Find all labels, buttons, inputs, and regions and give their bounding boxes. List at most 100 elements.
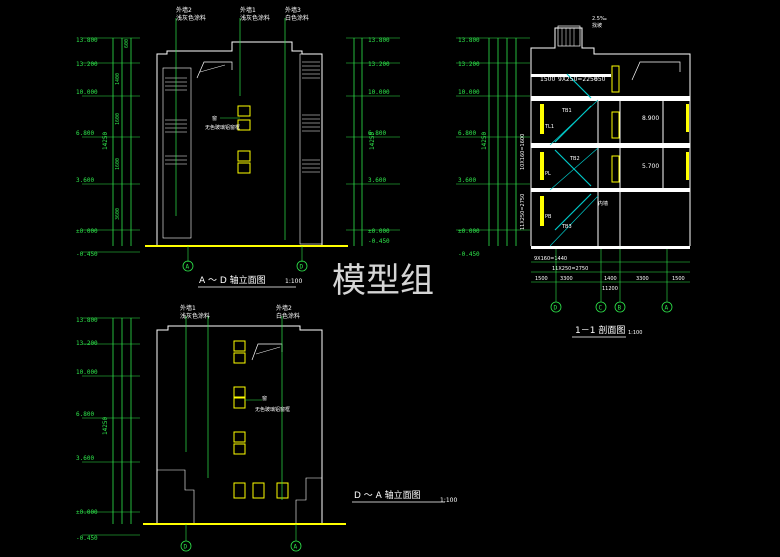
material-label: 外墙3 bbox=[285, 6, 301, 14]
title-section-scale: 1:100 bbox=[628, 330, 642, 336]
dim-text: 11X250=2750 bbox=[520, 194, 526, 230]
elev-label: 10.000 bbox=[458, 89, 480, 96]
floor-level: 5.700 bbox=[642, 163, 659, 170]
elev-label: 10.000 bbox=[368, 89, 390, 96]
window bbox=[611, 65, 620, 93]
window bbox=[233, 482, 246, 499]
elev-label: 3.600 bbox=[76, 177, 94, 184]
section-top-note: 2.5‰ bbox=[592, 16, 607, 22]
dim-text: 600 bbox=[124, 39, 130, 48]
watermark: 模型组 bbox=[332, 261, 434, 301]
window bbox=[686, 104, 689, 132]
material-note: 浅灰色涂料 bbox=[176, 14, 206, 22]
section-dim: 650 bbox=[594, 76, 606, 83]
material-note: 白色涂料 bbox=[285, 14, 309, 22]
axis-label: B bbox=[618, 305, 622, 312]
elev-label: 6.800 bbox=[76, 411, 94, 418]
window-note: 无色玻璃铝窗框 bbox=[205, 124, 240, 131]
material-note: 白色涂料 bbox=[276, 312, 300, 320]
elev-label: 13.800 bbox=[76, 317, 98, 324]
elev-label: ±0.000 bbox=[368, 228, 390, 235]
stair-label: PB bbox=[545, 214, 552, 220]
elev-label: -0.450 bbox=[76, 535, 98, 542]
window-label: 窗 bbox=[212, 115, 217, 122]
material-label: 外墙1 bbox=[180, 304, 196, 312]
window bbox=[237, 150, 251, 162]
material-note: 浅灰色涂料 bbox=[240, 14, 270, 22]
title-da-scale: 1:100 bbox=[440, 497, 457, 504]
title-section: 1－1 剖面图 bbox=[575, 324, 625, 336]
stair-label: TB2 bbox=[569, 156, 580, 162]
window bbox=[686, 152, 689, 180]
dim-text: 1500 bbox=[535, 276, 548, 282]
title-ad-scale: 1:100 bbox=[285, 278, 302, 285]
axis-bubble bbox=[182, 260, 194, 272]
window bbox=[237, 105, 251, 117]
dim-text: 1600 bbox=[115, 113, 121, 125]
section-dim: 1500 bbox=[540, 76, 555, 83]
window bbox=[276, 482, 289, 499]
dim-text: 1500 bbox=[672, 276, 685, 282]
elev-label: -0.450 bbox=[76, 251, 98, 258]
elev-label: 3.600 bbox=[368, 177, 386, 184]
total-height: 14250 bbox=[481, 132, 488, 150]
window bbox=[233, 397, 246, 409]
window bbox=[540, 196, 544, 226]
floor-slab bbox=[531, 246, 690, 249]
window bbox=[233, 340, 246, 352]
dim-text: 3600 bbox=[115, 208, 121, 220]
window bbox=[237, 162, 251, 174]
window bbox=[611, 155, 620, 183]
material-label: 外墙2 bbox=[176, 6, 192, 14]
elev-label: 13.800 bbox=[76, 37, 98, 44]
dim-text: 9X160=1440 bbox=[534, 256, 567, 262]
elev-label: 6.800 bbox=[76, 130, 94, 137]
title-ad: A ～ D 轴立面图 bbox=[199, 274, 266, 286]
dim-text: 11X250=2750 bbox=[552, 266, 588, 272]
window bbox=[233, 386, 246, 398]
elevation-a-d: 13.800 13.200 10.000 6.800 3.600 ±0.000 … bbox=[76, 6, 400, 288]
dim-text: 1400 bbox=[604, 276, 617, 282]
axis-label: D bbox=[300, 264, 304, 271]
elev-label: 3.600 bbox=[76, 455, 94, 462]
elev-label: 10.000 bbox=[76, 89, 98, 96]
elev-label: 13.200 bbox=[76, 61, 98, 68]
section-top-note: 找坡 bbox=[592, 22, 602, 29]
stair-label: TL1 bbox=[544, 124, 554, 130]
section-dim: 9X250=2250 bbox=[558, 76, 598, 83]
window bbox=[540, 152, 544, 180]
total-height: 14250 bbox=[102, 132, 109, 150]
axis-bubble bbox=[180, 540, 192, 552]
section-note: 内墙 bbox=[598, 200, 608, 207]
material-label: 外墙1 bbox=[240, 6, 256, 14]
window-note: 无色玻璃铝窗框 bbox=[255, 406, 290, 413]
axis-bubble bbox=[550, 301, 562, 313]
elev-label: 13.200 bbox=[458, 61, 480, 68]
window-label: 窗 bbox=[262, 395, 267, 402]
dim-text: 1600 bbox=[115, 158, 121, 170]
stair-label: TB1 bbox=[561, 108, 572, 114]
elev-label: -0.450 bbox=[368, 238, 390, 245]
window bbox=[233, 352, 246, 364]
elevation-d-a: 13.800 13.200 10.000 6.800 3.600 ±0.000 … bbox=[76, 304, 457, 552]
dim-text: 10X160=1600 bbox=[520, 134, 526, 170]
building-outline bbox=[156, 41, 323, 246]
total-height: 14250 bbox=[102, 417, 109, 435]
title-da: D ～ A 轴立面图 bbox=[354, 489, 421, 501]
window bbox=[540, 104, 544, 134]
stair-label: TB3 bbox=[561, 224, 572, 230]
elev-label: 3.600 bbox=[458, 177, 476, 184]
elev-label: 13.800 bbox=[368, 37, 390, 44]
axis-bubble bbox=[614, 301, 626, 313]
section-outline bbox=[530, 27, 691, 246]
axis-label: A bbox=[294, 544, 298, 551]
material-note: 浅灰色涂料 bbox=[180, 312, 210, 320]
window bbox=[237, 119, 251, 131]
axis-bubble bbox=[290, 540, 302, 552]
floor-slab bbox=[531, 143, 690, 148]
floor-level: 8.900 bbox=[642, 115, 659, 122]
axis-bubble bbox=[296, 260, 308, 272]
window bbox=[611, 111, 620, 139]
dim-text: 3300 bbox=[636, 276, 649, 282]
floor-slab bbox=[531, 188, 690, 192]
